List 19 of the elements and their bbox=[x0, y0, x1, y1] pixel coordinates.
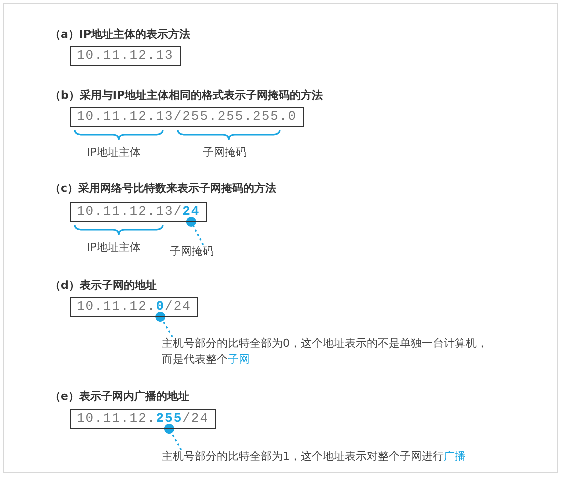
leader-line bbox=[164, 424, 182, 450]
address-box: 10.11.12.13 bbox=[70, 46, 181, 66]
callout-text: 主机号部分的比特全部为1，这个地址表示对整个子网进行广播 bbox=[162, 449, 466, 465]
brace-label: IP地址主体 bbox=[87, 145, 141, 161]
address-box: 10.11.12.0/24 bbox=[70, 297, 198, 317]
brace-label: IP地址主体 bbox=[87, 240, 141, 256]
section-heading: （d）表示子网的地址 bbox=[50, 278, 157, 294]
callout-text: 主机号部分的比特全部为0，这个地址表示的不是单独一台计算机，而是代表整个子网 bbox=[162, 336, 490, 368]
address-box: 10.11.12.255/24 bbox=[70, 409, 216, 429]
section-heading: （b）采用与IP地址主体相同的格式表示子网掩码的方法 bbox=[50, 88, 324, 104]
leader-line bbox=[156, 312, 174, 338]
leader-line bbox=[186, 217, 204, 246]
address-box: 10.11.12.13/24 bbox=[70, 202, 208, 222]
section-heading: （e）表示子网内广播的地址 bbox=[50, 389, 190, 405]
section-heading: （c）采用网络号比特数来表示子网掩码的方法 bbox=[50, 181, 277, 197]
callout-text: 子网掩码 bbox=[170, 244, 214, 260]
brace-label: 子网掩码 bbox=[203, 145, 247, 161]
address-box: 10.11.12.13/255.255.255.0 bbox=[70, 107, 304, 127]
section-heading: （a）IP地址主体的表示方法 bbox=[50, 27, 191, 43]
